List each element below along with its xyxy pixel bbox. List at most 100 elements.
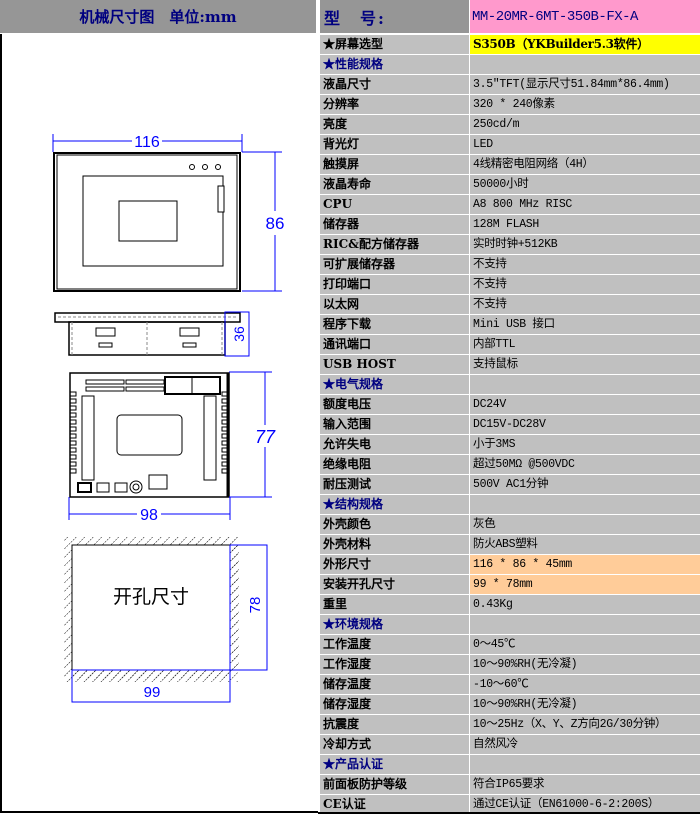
- cutout-label: 开孔尺寸: [113, 586, 189, 608]
- spec-row: 外壳材料防火ABS塑料: [320, 534, 700, 554]
- spec-row: 前面板防护等级符合IP65要求: [320, 774, 700, 794]
- spec-value: 500V AC1分钟: [470, 475, 700, 494]
- spec-value: 超过50MΩ @500VDC: [470, 455, 700, 474]
- spec-key: 耐压测试: [320, 475, 469, 494]
- spec-value: 不支持: [470, 275, 700, 294]
- spec-value: DC24V: [470, 395, 700, 414]
- spec-value: [470, 375, 700, 394]
- spec-key: 亮度: [320, 115, 469, 134]
- spec-value: A8 800 MHz RISC: [470, 195, 700, 214]
- spec-value: [470, 495, 700, 514]
- spec-key: 通讯端口: [320, 335, 469, 354]
- front-view-drawing: [52, 133, 286, 292]
- spec-row: 以太网不支持: [320, 294, 700, 314]
- spec-section-row: ★产品认证: [320, 754, 700, 774]
- spec-key: 储存器: [320, 215, 469, 234]
- spec-key: 工作湿度: [320, 655, 469, 674]
- spec-value: 0～45℃: [470, 635, 700, 654]
- spec-key: 储存温度: [320, 675, 469, 694]
- back-view-drawing: [68, 371, 276, 521]
- spec-key: 额度电压: [320, 395, 469, 414]
- spec-value: 通过CE认证（EN61000-6-2:200S）: [470, 795, 700, 814]
- spec-key: 外壳材料: [320, 535, 469, 554]
- cutout-width-label: 99: [144, 684, 161, 701]
- spec-row: 绝缘电阻超过50MΩ @500VDC: [320, 454, 700, 474]
- front-height-label: 86: [266, 214, 285, 233]
- spec-value: 10～90%RH(无冷凝): [470, 655, 700, 674]
- spec-key: 允许失电: [320, 435, 469, 454]
- spec-row: 冷却方式自然风冷: [320, 734, 700, 754]
- side-view-drawing: [54, 311, 250, 357]
- spec-key: 重里: [320, 595, 469, 614]
- mechanical-drawing-panel: 116 86 36: [0, 34, 318, 813]
- cutout-drawing: [64, 537, 268, 703]
- spec-key: CPU: [320, 195, 469, 214]
- spec-key: 外形尺寸: [320, 555, 469, 574]
- spec-row: 外壳颜色灰色: [320, 514, 700, 534]
- spec-section-row: ★性能规格: [320, 54, 700, 74]
- spec-row: 通讯端口内部TTL: [320, 334, 700, 354]
- side-depth-label: 36: [231, 326, 247, 342]
- spec-key: ★环境规格: [320, 615, 469, 634]
- spec-key: 液晶寿命: [320, 175, 469, 194]
- spec-value: 内部TTL: [470, 335, 700, 354]
- spec-key: 冷却方式: [320, 735, 469, 754]
- spec-key: ★电气规格: [320, 375, 469, 394]
- spec-value: 0.43Kg: [470, 595, 700, 614]
- spec-value: 小于3MS: [470, 435, 700, 454]
- spec-key: 背光灯: [320, 135, 469, 154]
- spec-key: 可扩展储存器: [320, 255, 469, 274]
- spec-value: Mini USB 接口: [470, 315, 700, 334]
- spec-key: 储存湿度: [320, 695, 469, 714]
- spec-value: 4线精密电阻网络（4H）: [470, 155, 700, 174]
- spec-value: LED: [470, 135, 700, 154]
- spec-value: 320 * 240像素: [470, 95, 700, 114]
- spec-key: RIC&配方储存器: [320, 235, 469, 254]
- spec-value: 符合IP65要求: [470, 775, 700, 794]
- drawing-title: 机械尺寸图 单位:mm: [0, 0, 318, 33]
- spec-value: 3.5″TFT(显示尺寸51.84mm*86.4mm): [470, 75, 700, 94]
- spec-value: 10～90%RH(无冷凝): [470, 695, 700, 714]
- spec-value: -10～60℃: [470, 675, 700, 694]
- spec-key: 前面板防护等级: [320, 775, 469, 794]
- spec-value: [470, 615, 700, 634]
- spec-key: ★结构规格: [320, 495, 469, 514]
- spec-section-row: ★结构规格: [320, 494, 700, 514]
- spec-value: 250cd/m: [470, 115, 700, 134]
- spec-value: 自然风冷: [470, 735, 700, 754]
- spec-row: 允许失电小于3MS: [320, 434, 700, 454]
- spec-row: 打印端口不支持: [320, 274, 700, 294]
- spec-value: [470, 55, 700, 74]
- spec-value: S350B（YKBuilder5.3软件）: [470, 35, 700, 54]
- spec-value: 128M FLASH: [470, 215, 700, 234]
- spec-value: 不支持: [470, 255, 700, 274]
- spec-value: DC15V-DC28V: [470, 415, 700, 434]
- spec-key: 分辨率: [320, 95, 469, 114]
- model-value: MM-20MR-6MT-350B-FX-A: [470, 0, 700, 33]
- spec-key: 打印端口: [320, 275, 469, 294]
- spec-value: 实时时钟+512KB: [470, 235, 700, 254]
- spec-key: 安装开孔尺寸: [320, 575, 469, 594]
- spec-row: RIC&配方储存器实时时钟+512KB: [320, 234, 700, 254]
- spec-row: CE认证通过CE认证（EN61000-6-2:200S）: [320, 794, 700, 814]
- front-width-label: 116: [134, 134, 160, 151]
- spec-key: ★产品认证: [320, 755, 469, 774]
